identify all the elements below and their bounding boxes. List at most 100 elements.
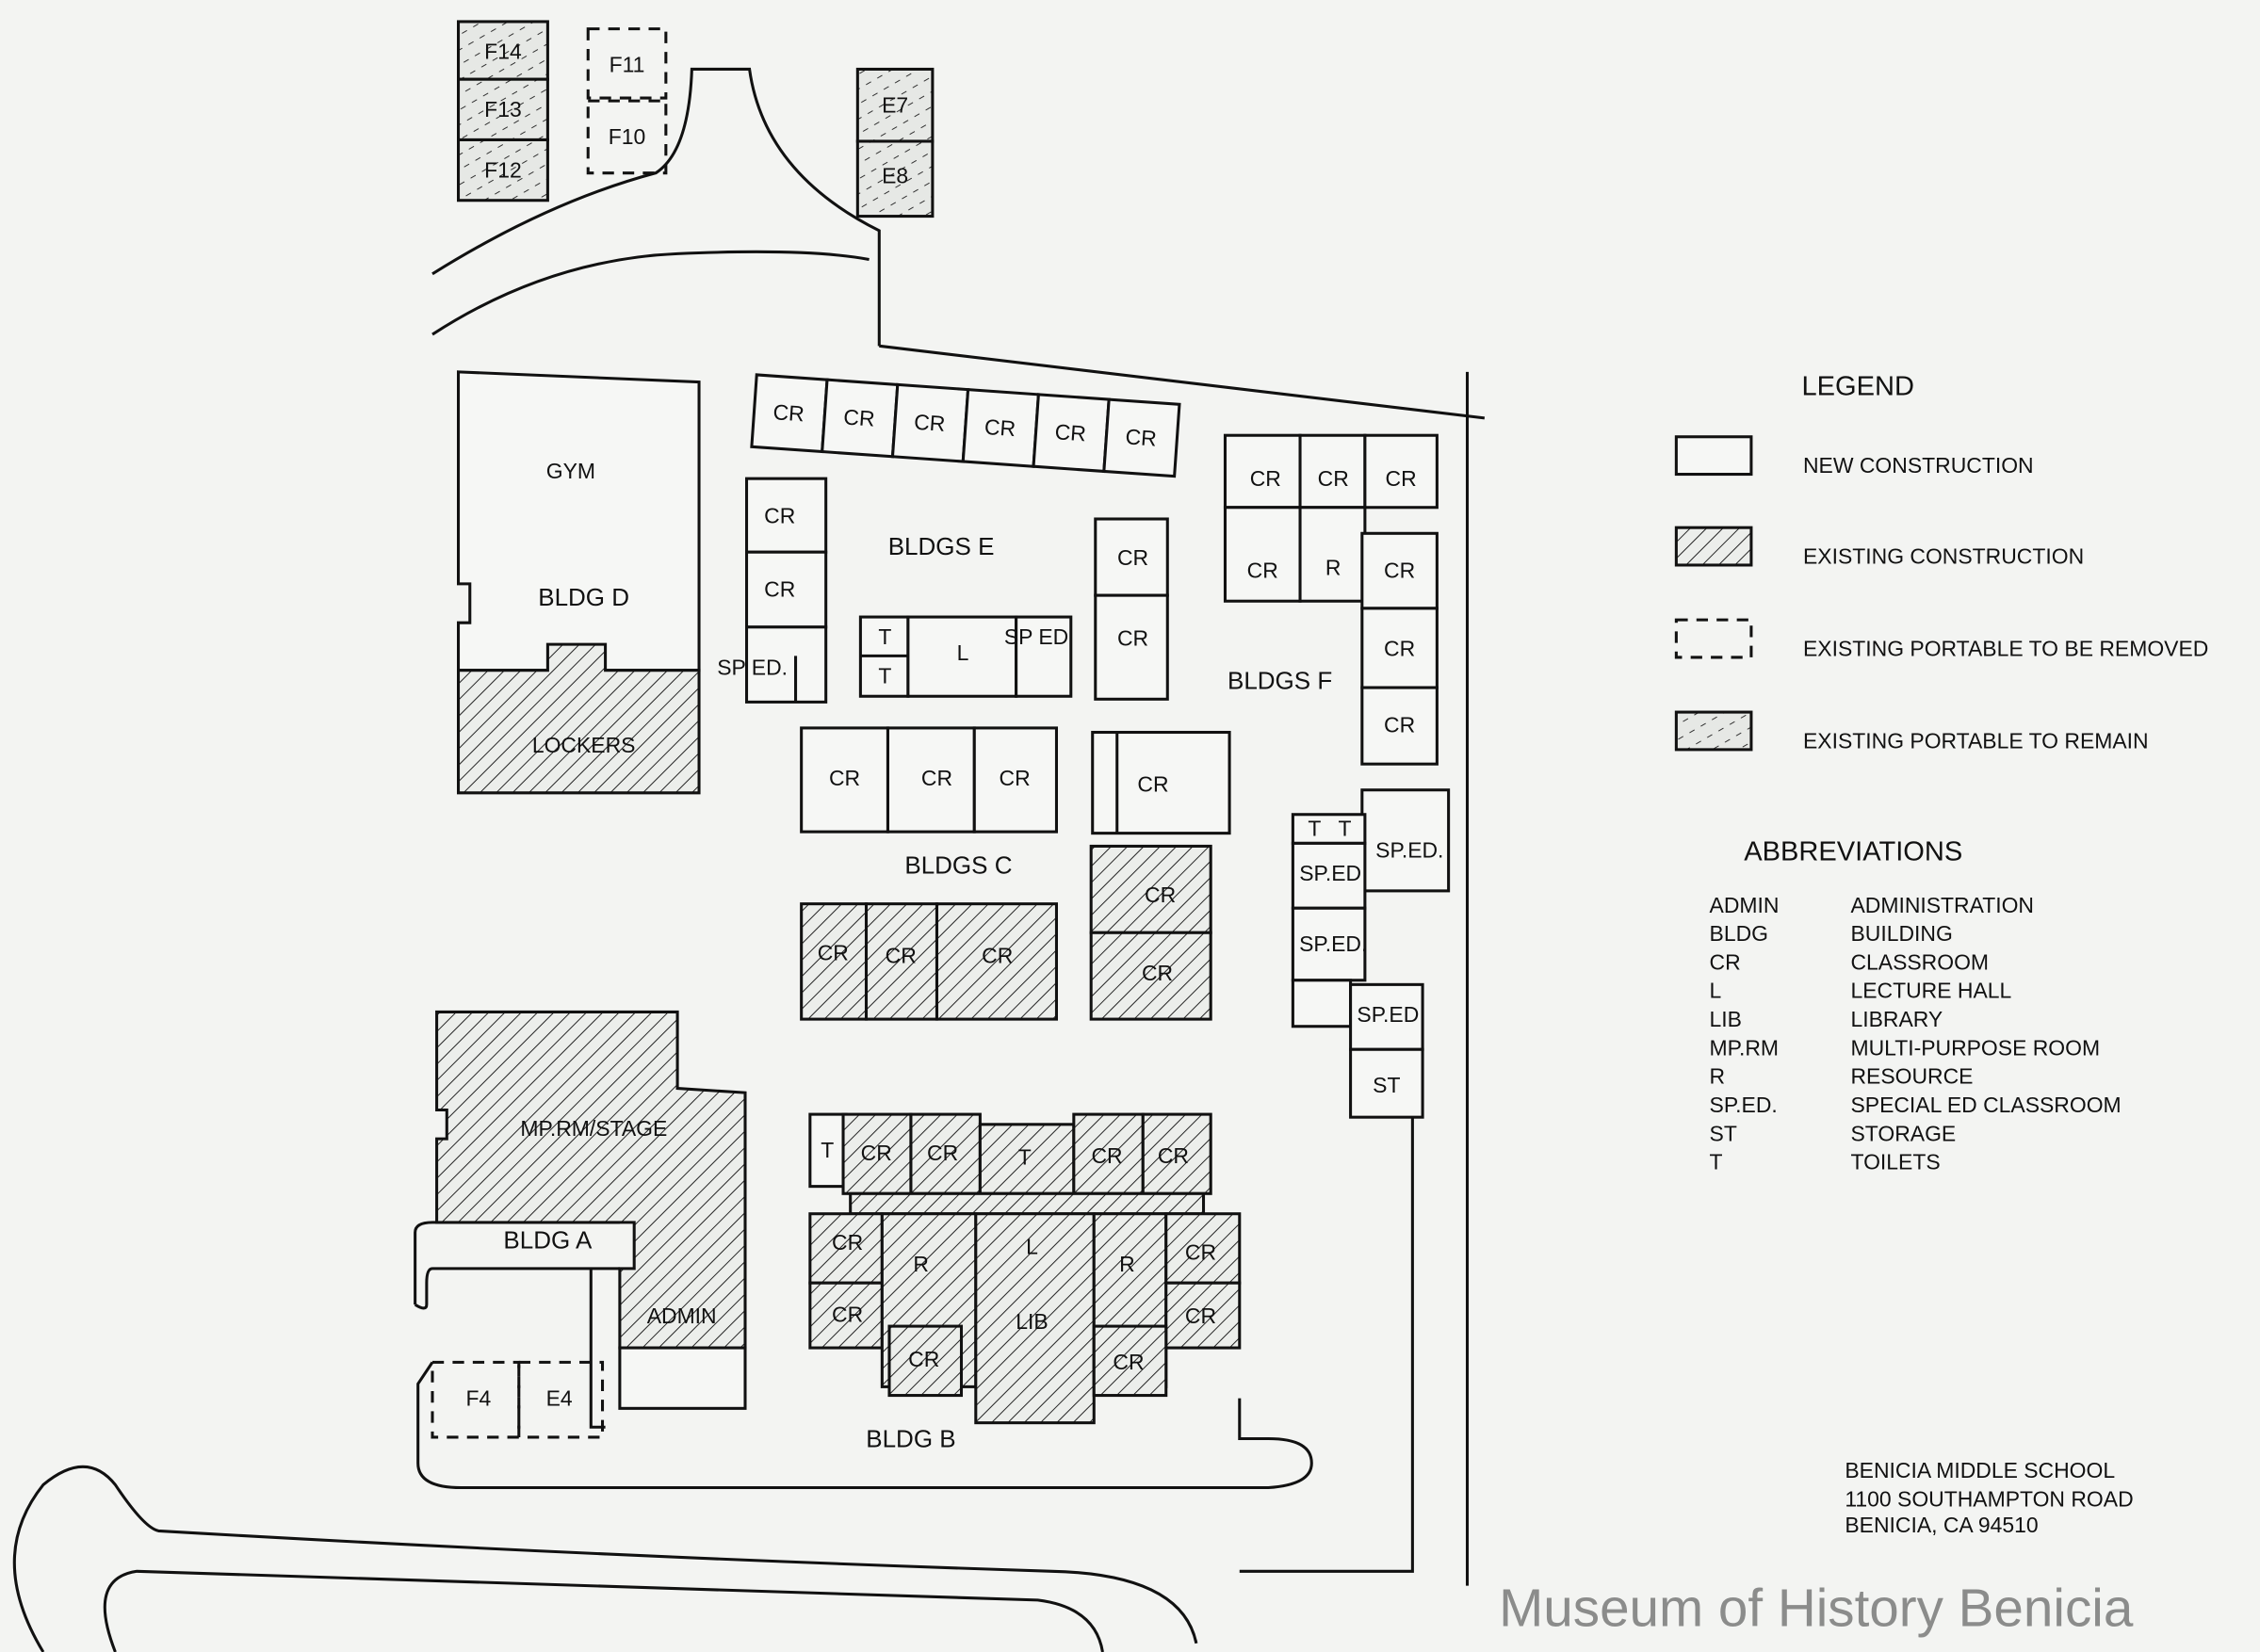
mp-rm-label: MP.RM/STAGE [520, 1116, 667, 1141]
room-label: R [1325, 556, 1341, 580]
abbreviation-meaning: LECTURE HALL [1850, 979, 2011, 1003]
legend-item: EXISTING PORTABLE TO BE REMOVED [1803, 636, 2208, 660]
room-label: CR [1384, 559, 1415, 583]
legend-swatch-portable-remain [1674, 710, 1753, 752]
room-label: CR [1318, 466, 1349, 491]
room-label: CR [764, 504, 795, 528]
abbreviation-meaning: MULTI-PURPOSE ROOM [1850, 1035, 2100, 1060]
legend-title: LEGEND [1801, 371, 1913, 401]
abbreviation-meaning: ADMINISTRATION [1850, 893, 2034, 917]
bldgs-f-label: BLDGS F [1228, 667, 1332, 695]
abbreviation-meaning: STORAGE [1850, 1121, 1956, 1145]
portable-f12-label: F12 [484, 157, 522, 182]
room-label: CR [927, 1141, 958, 1165]
room-label: CR [1054, 419, 1087, 445]
room-label: L [1026, 1235, 1038, 1259]
room-label: CR [984, 414, 1016, 441]
legend-swatch-portable-removed [1674, 618, 1753, 659]
abbreviation-abbr: MP.RM [1710, 1035, 1779, 1060]
abbreviation-meaning: LIBRARY [1850, 1007, 1943, 1031]
room-label: CR [1158, 1143, 1189, 1168]
abbreviation-abbr: BLDG [1710, 921, 1768, 946]
room-label: T [1338, 817, 1351, 841]
portable-f13-label: F13 [484, 97, 522, 121]
abbreviation-abbr: CR [1710, 949, 1741, 974]
room-label: L [957, 640, 969, 665]
street-address: 1100 SOUTHAMPTON ROAD [1845, 1486, 2133, 1511]
portables-north: F14 F13 F12 F11 F10 E7 E8 [457, 20, 935, 219]
room-label: CR [1142, 961, 1173, 985]
room-label: CR [1384, 636, 1415, 660]
room-label: R [913, 1252, 929, 1276]
room-label: T [821, 1138, 834, 1162]
room-label: CR [1117, 626, 1148, 651]
room-label: CR [1117, 545, 1148, 570]
room-label: CR [1185, 1304, 1216, 1328]
city-address: BENICIA, CA 94510 [1845, 1513, 2038, 1537]
portable-f4-label: F4 [466, 1385, 492, 1410]
room-label: LIB [1016, 1309, 1048, 1334]
room-label: ST [1373, 1073, 1400, 1097]
building-d: GYM BLDG D LOCKERS [457, 370, 701, 795]
room-label: CR [982, 943, 1013, 967]
abbreviation-meaning: BUILDING [1850, 921, 1952, 946]
room-label: T [878, 663, 891, 688]
legend: LEGEND NEW CONSTRUCTION EXISTING CONSTRU… [1674, 371, 2208, 753]
room-label: CR [886, 943, 917, 967]
portable-e7-label: E7 [882, 92, 908, 117]
legend-item: EXISTING CONSTRUCTION [1803, 543, 2084, 568]
room-label: CR [1091, 1143, 1122, 1168]
abbreviation-abbr: L [1710, 979, 1722, 1003]
room-label: R [1119, 1252, 1135, 1276]
abbreviation-abbr: T [1710, 1150, 1723, 1174]
room-label: CR [843, 404, 876, 430]
portable-f11-label: F11 [610, 53, 645, 77]
school-name: BENICIA MIDDLE SCHOOL [1845, 1458, 2115, 1482]
gym-label: GYM [546, 459, 595, 483]
room-label: T [878, 624, 891, 649]
legend-item: NEW CONSTRUCTION [1803, 453, 2034, 478]
abbreviation-abbr: ST [1710, 1121, 1737, 1145]
room-label: CR [1137, 771, 1168, 796]
portable-f14-label: F14 [484, 40, 522, 64]
admin-label: ADMIN [647, 1304, 717, 1328]
room-label: CR [1250, 466, 1281, 491]
watermark: Museum of History Benicia [1499, 1578, 2134, 1637]
room-label: SP.ED. [1375, 838, 1443, 863]
bldg-d-label: BLDG D [538, 583, 629, 611]
room-label: CR [832, 1303, 863, 1327]
room-label: CR [1386, 466, 1417, 491]
portable-e8-label: E8 [882, 163, 908, 187]
abbreviation-meaning: SPECIAL ED CLASSROOM [1850, 1093, 2121, 1117]
roads [12, 67, 1486, 1652]
address-block: BENICIA MIDDLE SCHOOL 1100 SOUTHAMPTON R… [1845, 1458, 2133, 1537]
room-label: T [1308, 817, 1321, 841]
room-label: SP.ED. [1299, 931, 1367, 956]
bldgs-e-label: BLDGS E [888, 532, 995, 560]
legend-swatch-existing [1674, 526, 1753, 567]
portable-e4-label: E4 [546, 1385, 573, 1410]
abbreviation-abbr: ADMIN [1710, 893, 1780, 917]
bldg-a-label: BLDG A [503, 1225, 593, 1254]
room-label: CR [1185, 1240, 1216, 1265]
lockers-label: LOCKERS [532, 733, 636, 757]
room-label: CR [1145, 883, 1176, 907]
room-label: CR [913, 410, 946, 436]
room-label: CR [1247, 559, 1278, 583]
room-label: CR [921, 766, 952, 790]
abbreviation-meaning: TOILETS [1850, 1150, 1940, 1174]
room-label: SP ED [1004, 624, 1068, 649]
room-label: CR [832, 1230, 863, 1255]
bldgs-c-label: BLDGS C [904, 851, 1012, 880]
room-label: CR [764, 577, 795, 602]
abbreviation-meaning: CLASSROOM [1850, 949, 1989, 974]
abbreviation-meaning: RESOURCE [1850, 1064, 1973, 1089]
room-label: CR [829, 766, 860, 790]
room-label: CR [1000, 766, 1031, 790]
room-label: SP.ED [1357, 1002, 1419, 1027]
room-label: CR [1125, 424, 1158, 450]
